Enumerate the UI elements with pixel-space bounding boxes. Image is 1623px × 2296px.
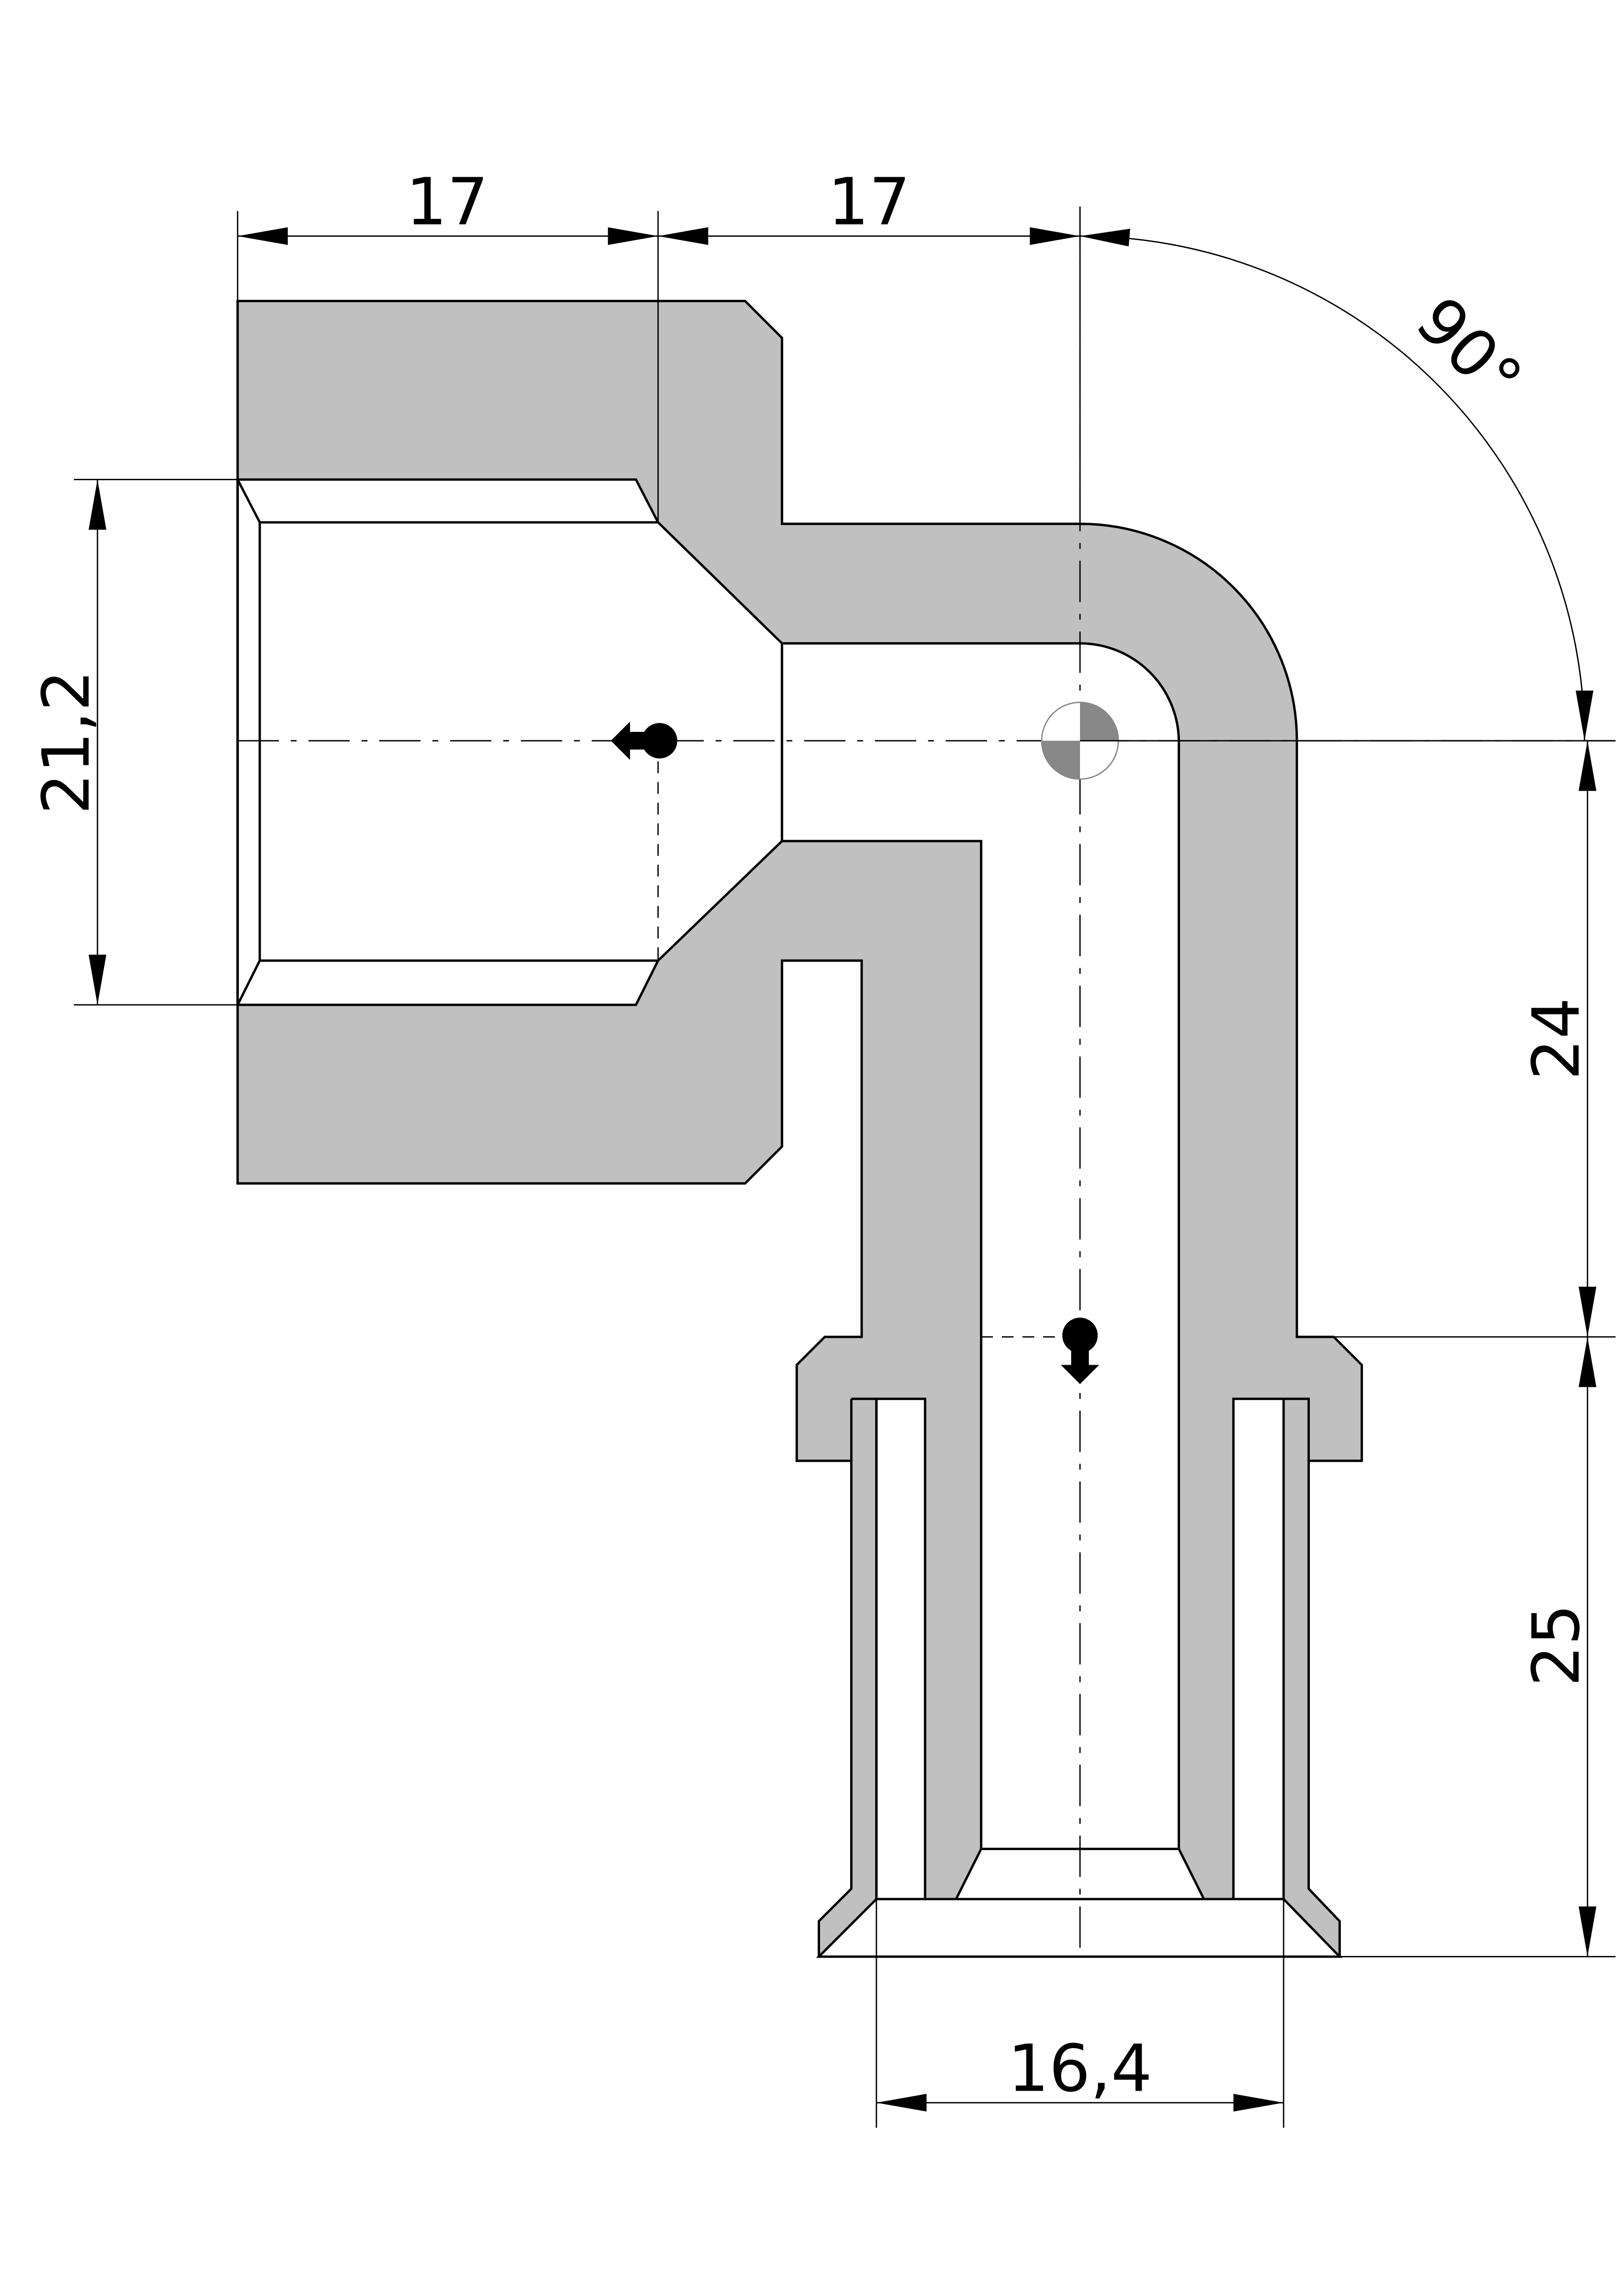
hose-groove-left xyxy=(875,1398,926,1900)
left-port-marker-icon xyxy=(611,721,678,760)
dim-hose-diameter: 16,4 xyxy=(1008,2031,1152,2107)
inner-channel xyxy=(781,642,1206,1900)
dim-vertical-lower: 25 xyxy=(1519,1604,1594,1687)
dim-left-length: 17 xyxy=(406,165,488,240)
dim-bore-diameter: 21,2 xyxy=(29,670,105,814)
dim-right-length: 17 xyxy=(828,165,911,240)
dim-vertical-upper: 24 xyxy=(1519,997,1594,1080)
dim-angle: 90° xyxy=(1401,283,1536,418)
bottom-port-marker-icon xyxy=(1061,1318,1099,1384)
hose-groove-right xyxy=(1232,1398,1285,1900)
hose-mouth xyxy=(816,1898,1343,1958)
